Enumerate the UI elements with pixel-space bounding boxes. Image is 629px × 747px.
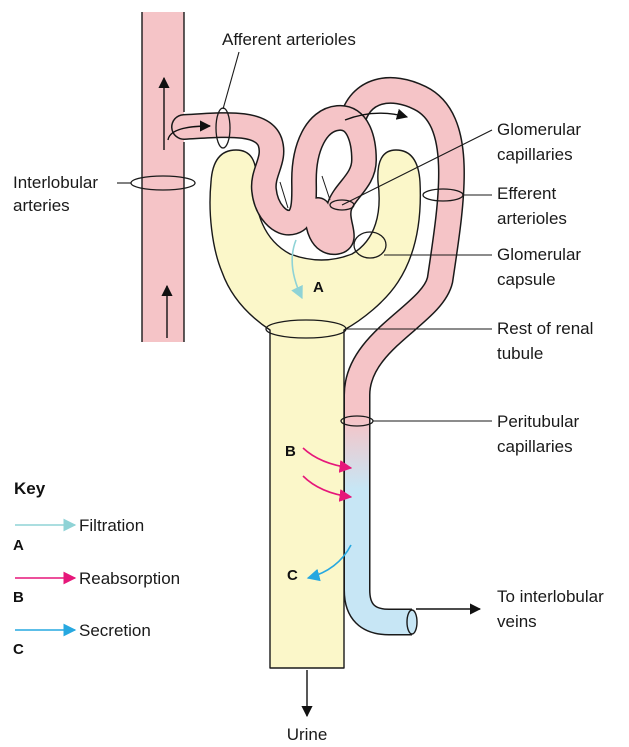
label-efferent-line2: arterioles — [497, 209, 567, 228]
key-filtration-letter: A — [13, 537, 24, 554]
label-urine: Urine — [287, 725, 328, 744]
marker-b: B — [285, 443, 296, 460]
key-reabsorption-letter: B — [13, 589, 24, 606]
key-secretion-label: Secretion — [79, 621, 151, 640]
label-glomerular-capillaries-line2: capillaries — [497, 145, 573, 164]
label-rest-line1: Rest of renal — [497, 319, 593, 338]
key-filtration-label: Filtration — [79, 516, 144, 535]
leader-afferent — [223, 52, 239, 109]
label-veins-line2: veins — [497, 612, 537, 631]
label-veins-line1: To interlobular — [497, 587, 604, 606]
label-efferent-line1: Efferent — [497, 184, 557, 203]
capillary-lumen — [322, 176, 330, 200]
label-capsule-line1: Glomerular — [497, 245, 581, 264]
label-rest-line2: tubule — [497, 344, 543, 363]
label-afferent-arterioles: Afferent arterioles — [222, 30, 356, 49]
key-reabsorption-label: Reabsorption — [79, 569, 180, 588]
label-interlobular-line2: arteries — [13, 196, 70, 215]
label-capsule-line2: capsule — [497, 270, 556, 289]
peritubular-vessel-end — [407, 610, 417, 634]
key-secretion-letter: C — [13, 641, 24, 658]
label-glomerular-capillaries-line1: Glomerular — [497, 120, 581, 139]
label-peritubular-line2: capillaries — [497, 437, 573, 456]
marker-a: A — [313, 279, 324, 296]
label-interlobular-line1: Interlobular — [13, 173, 98, 192]
key-title: Key — [14, 479, 46, 498]
key-legend: Key Filtration A Reabsorption B Secretio… — [13, 479, 180, 658]
label-peritubular-line1: Peritubular — [497, 412, 580, 431]
marker-c: C — [287, 567, 298, 584]
